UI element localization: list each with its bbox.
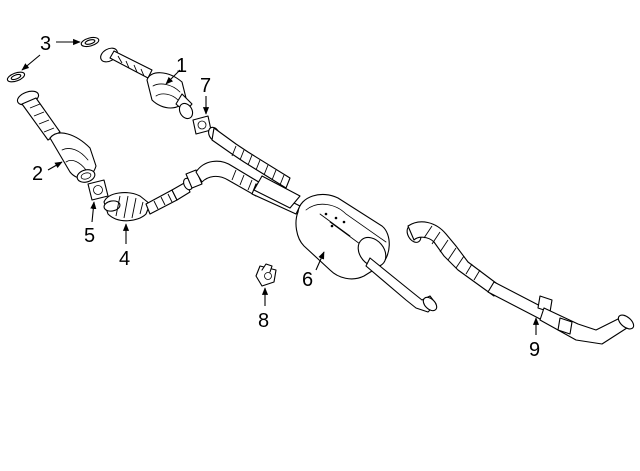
- gasket-lower: [6, 71, 26, 83]
- callout-3: 3: [40, 33, 51, 55]
- callout-9: 9: [529, 339, 540, 361]
- callout-2: 2: [32, 163, 43, 185]
- front-exhaust-pipe: [103, 169, 203, 222]
- exhaust-hanger: [255, 263, 277, 287]
- catalytic-converter-front: [100, 47, 194, 120]
- callout-4: 4: [119, 248, 130, 270]
- callout-5: 5: [84, 225, 95, 247]
- callout-1: 1: [176, 55, 187, 77]
- center-pipe-and-muffler: [195, 126, 438, 313]
- tail-pipe: [406, 221, 635, 345]
- callout-8: 8: [258, 310, 269, 332]
- catalytic-converter-rear: [16, 90, 97, 183]
- gasket-upper: [80, 36, 100, 48]
- callout-6: 6: [302, 269, 313, 291]
- callout-7: 7: [200, 75, 211, 97]
- leader-lines: [21, 38, 540, 335]
- flange-gasket-5: [87, 179, 109, 201]
